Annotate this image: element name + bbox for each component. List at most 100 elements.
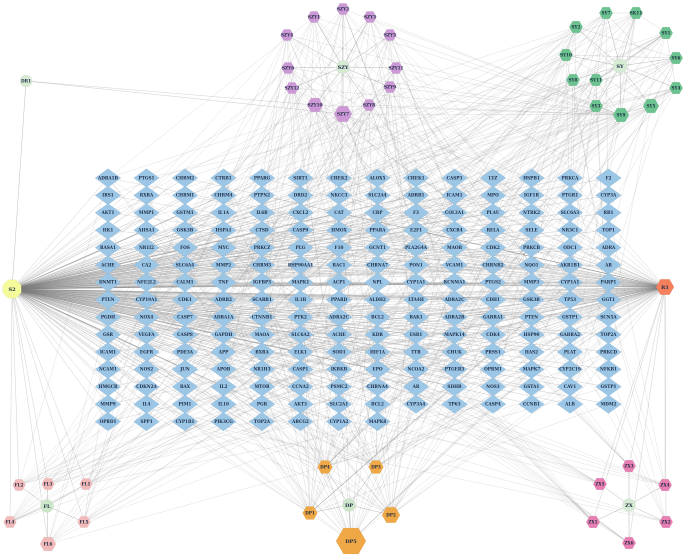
sy-sy1[interactable]: SY1 <box>658 26 674 40</box>
zx-zx2[interactable]: ZX2 <box>658 515 674 529</box>
dp-dp4[interactable]: DP4 <box>317 460 333 474</box>
szy-szy10[interactable]: SZY10 <box>306 97 324 113</box>
target-casp4[interactable]: CASP4 <box>479 394 507 414</box>
sy-sy4[interactable]: SY4 <box>668 81 684 95</box>
node-shape <box>317 460 333 474</box>
node-label: SZY4 <box>281 32 293 37</box>
node-label: CHRM4 <box>214 193 232 198</box>
szy-szy12[interactable]: SZY12 <box>285 82 300 94</box>
node-label: SZY5 <box>384 32 396 37</box>
node-label: GSTA1 <box>524 384 540 389</box>
node-label: AR <box>604 262 612 267</box>
szy-szy6[interactable]: SZY6 <box>281 62 295 74</box>
fl-fl5[interactable]: FL5 <box>77 516 91 528</box>
edge-cluster <box>595 32 667 81</box>
edge-satellite <box>314 104 494 370</box>
target-spp1[interactable]: SPP1 <box>133 411 160 432</box>
szy-szy4[interactable]: SZY4 <box>280 29 294 41</box>
szy-szy1[interactable]: SZY1 <box>307 11 321 23</box>
szy-szy8[interactable]: SZY8 <box>362 99 376 111</box>
node-shape <box>628 6 644 20</box>
node-label: DP2 <box>386 512 396 517</box>
dp-dp2[interactable]: DP2 <box>381 507 401 523</box>
node-label: ALOX5 <box>369 175 386 180</box>
szy-szy5[interactable]: SZY5 <box>383 29 397 41</box>
fl-fl2[interactable]: FL2 <box>12 479 26 491</box>
szy-szy7[interactable]: SZY7 <box>333 106 353 122</box>
hub-s2[interactable]: S2 <box>2 279 22 299</box>
fl-fl1[interactable]: FL1 <box>79 478 93 490</box>
sy-sy9[interactable]: SY9 <box>612 107 630 123</box>
sy-sy6[interactable]: SY6 <box>668 51 684 65</box>
node-label: APOB <box>216 367 231 372</box>
edge-satellite <box>184 86 391 353</box>
edge-hub <box>619 65 677 89</box>
zx-zx4[interactable]: ZX4 <box>657 478 673 492</box>
zx-zx3[interactable]: ZX3 <box>621 459 637 473</box>
sy-sy8[interactable]: SY8 <box>565 73 581 87</box>
node-label: SZY7 <box>337 111 349 116</box>
edge-r1 <box>184 286 666 335</box>
target-tp63[interactable]: TP63 <box>441 394 468 414</box>
node-label: SY1 <box>662 30 671 35</box>
edge-cluster <box>605 12 677 89</box>
target-ccnb1[interactable]: CCNB1 <box>518 394 545 414</box>
sy-sy10[interactable]: SY10 <box>558 48 574 62</box>
node-label: NQO1 <box>524 262 538 267</box>
target-oprd1[interactable]: OPRD1 <box>94 411 122 432</box>
target-pik3cg[interactable]: PIK3CG <box>210 411 237 432</box>
fl-fl4[interactable]: FL4 <box>3 516 17 528</box>
node-label: F10 <box>335 245 344 250</box>
target-abcg2[interactable]: ABCG2 <box>287 411 314 432</box>
edge-cross <box>286 34 622 116</box>
hub-szy[interactable]: SZY <box>336 60 350 74</box>
hub-sy[interactable]: SY <box>612 58 628 74</box>
node-label: SLC6A3 <box>561 210 579 215</box>
edge-satellite <box>300 317 326 468</box>
target-mdm2[interactable]: MDM2 <box>595 394 622 414</box>
target-cyp3a4[interactable]: CYP3A4 <box>402 394 430 414</box>
sy-sy7[interactable]: SY7 <box>598 6 614 20</box>
hub-zx[interactable]: ZX <box>622 498 636 512</box>
node-label: PRKCA <box>562 175 579 180</box>
szy-szy11[interactable]: SZY11 <box>389 62 404 74</box>
szy-szy9[interactable]: SZY9 <box>383 81 397 93</box>
target-alb[interactable]: ALB <box>556 394 584 414</box>
fl-fl6[interactable]: FL6 <box>39 536 57 552</box>
szy-szy2[interactable]: SZY2 <box>336 3 350 15</box>
sy-sy2[interactable]: SY2 <box>568 20 584 34</box>
node-label: ICAM1 <box>446 193 462 198</box>
szy-szy3[interactable]: SZY3 <box>363 11 377 23</box>
edge-satellite <box>107 32 667 213</box>
dp-dp3[interactable]: DP3 <box>368 460 384 474</box>
sy-sy11[interactable]: SY11 <box>588 73 604 87</box>
node-shape <box>171 411 199 432</box>
hub-fl[interactable]: FL <box>40 499 54 513</box>
target-cyp1b1[interactable]: CYP1B1 <box>171 411 199 432</box>
dp-dp5[interactable]: DP5 <box>335 527 367 555</box>
sy-sy5[interactable]: SY5 <box>642 98 660 114</box>
zx-zx6[interactable]: ZX6 <box>621 536 637 550</box>
target-top2a[interactable]: TOP2A <box>248 411 276 432</box>
hub-dr1[interactable]: DR1 <box>19 74 33 88</box>
dp-dp1[interactable]: DP1 <box>302 506 318 520</box>
target-mapk8[interactable]: MAPK8 <box>364 411 391 432</box>
node-label: SDHB <box>447 384 462 389</box>
edge-satellite <box>223 177 352 542</box>
node-label: F2 <box>606 175 612 180</box>
hub-r1[interactable]: R1 <box>655 279 675 295</box>
target-cyp1a2[interactable]: CYP1A2 <box>325 411 353 432</box>
edge-s2 <box>11 195 147 290</box>
fl-fl3[interactable]: FL3 <box>41 478 55 490</box>
node-label: MYC <box>218 245 230 250</box>
zx-zx5[interactable]: ZX5 <box>592 477 608 491</box>
node-label: GAPDH <box>215 332 233 337</box>
edge-satellite <box>184 212 352 542</box>
node-label: ZX6 <box>624 540 633 545</box>
hub-dp[interactable]: DP <box>342 498 356 512</box>
sy-sy3[interactable]: SY3 <box>588 99 604 113</box>
node-label: E2F1 <box>410 228 422 233</box>
zx-zx1[interactable]: ZX1 <box>585 515 601 529</box>
node-label: PRKCD <box>600 349 617 354</box>
sy-sk11[interactable]: SK11 <box>628 6 644 20</box>
